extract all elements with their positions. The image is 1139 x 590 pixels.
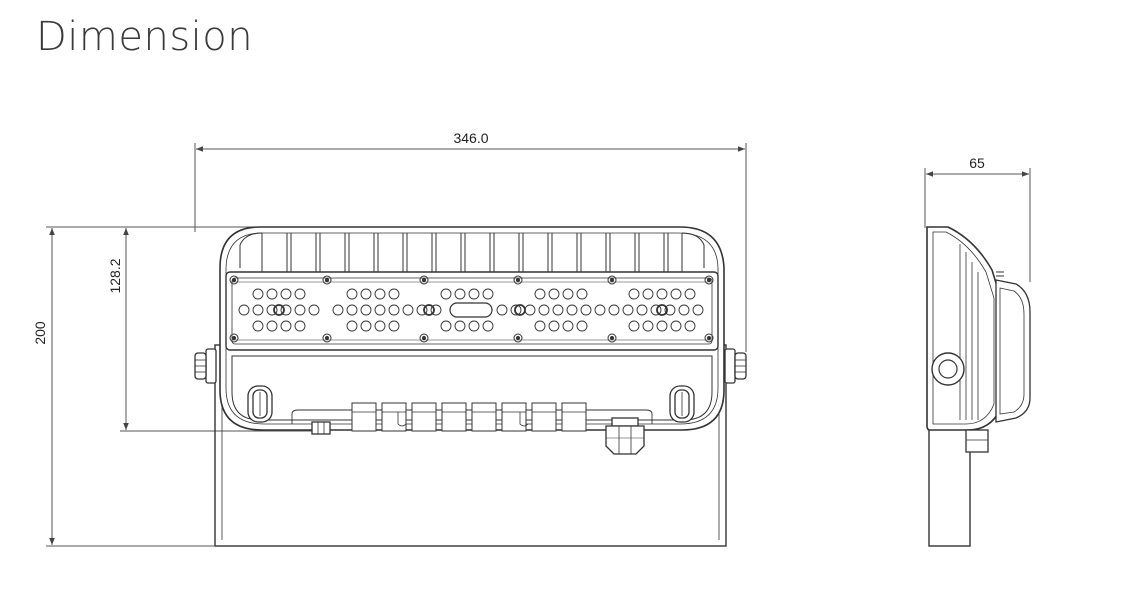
led-lenses xyxy=(238,288,704,332)
dimension-lines xyxy=(46,143,1031,547)
depth-dimension-label: 65 xyxy=(969,155,985,171)
accent-lens xyxy=(273,304,285,316)
housing-inner-outline xyxy=(225,232,719,425)
front-view xyxy=(194,226,747,547)
page-title: Dimension xyxy=(36,14,254,60)
bracket-knob-left xyxy=(194,348,217,384)
side-lens-cover xyxy=(995,279,1031,423)
side-housing-inner xyxy=(932,231,995,425)
connector-ribs xyxy=(351,402,587,432)
width-dimension-label: 346.0 xyxy=(453,130,488,146)
side-housing xyxy=(926,226,1001,431)
head-height-dimension-label: 128.2 xyxy=(107,258,123,293)
latch-left xyxy=(247,385,273,423)
side-fins xyxy=(959,244,979,420)
led-panel-inner xyxy=(231,277,713,345)
heat-sink-fins xyxy=(239,232,705,272)
height-dimension-label: 200 xyxy=(32,321,48,345)
panel-screws xyxy=(229,275,714,343)
side-view xyxy=(926,226,1031,547)
latch-right xyxy=(669,385,695,423)
side-gland xyxy=(965,429,989,453)
center-label-plate xyxy=(449,302,493,318)
accent-lens xyxy=(656,304,668,316)
led-panel xyxy=(225,271,719,351)
vent-plug xyxy=(311,421,331,435)
cable-gland xyxy=(605,417,645,455)
bracket-knob-right xyxy=(724,348,747,384)
accent-lens xyxy=(423,304,435,316)
accent-lens xyxy=(514,304,526,316)
side-pivot-knob xyxy=(931,352,965,386)
